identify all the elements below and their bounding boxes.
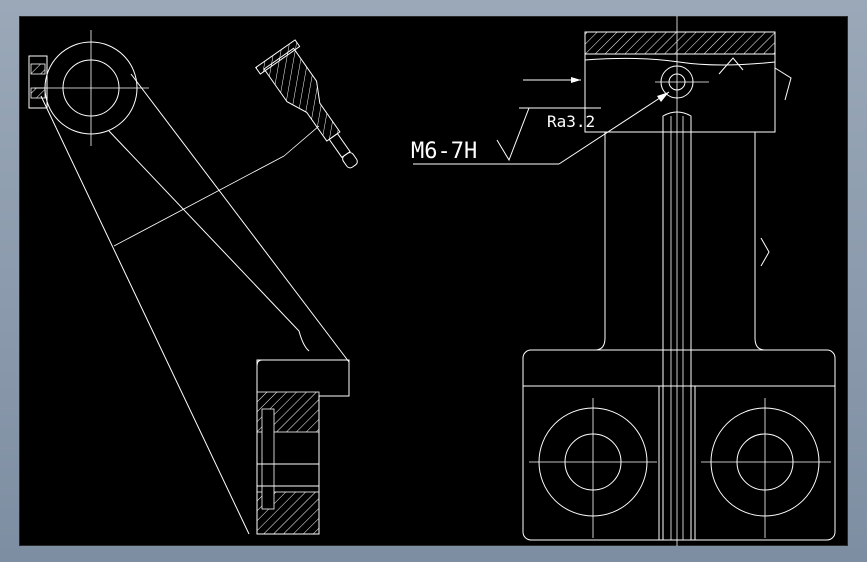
boss-tab [28, 55, 48, 109]
arm-edge-upper [130, 73, 350, 363]
boss-tab-hatch-2 [30, 87, 46, 99]
boss-tab-hatch-1 [30, 63, 46, 75]
roughness-mark-side [760, 237, 770, 267]
break-line [584, 57, 776, 66]
top-bar-hatched [584, 31, 776, 55]
leader-arrow-head [657, 92, 669, 102]
top-housing [584, 31, 776, 133]
left-view-arm [28, 30, 358, 535]
arm-section-line-ext [283, 125, 320, 157]
column-left [594, 132, 606, 351]
break-mark [718, 57, 744, 75]
t-handle-body [263, 47, 341, 142]
arm-edge-inner [108, 130, 310, 352]
roughness-symbol [496, 107, 530, 162]
cad-drawing: Ra3.2 M6-7H [28, 16, 836, 546]
base-block [522, 349, 836, 541]
arm-section-line [113, 155, 285, 247]
roughness-value: Ra3.2 [547, 112, 595, 131]
t-handle-top [255, 39, 301, 75]
clamp-slot [261, 408, 275, 510]
leader-line [558, 91, 670, 165]
column-right [754, 132, 766, 351]
stem-neck [662, 111, 692, 132]
dimension-arrow-head [571, 77, 581, 83]
arm-edge-lower [40, 95, 250, 535]
cad-viewport[interactable]: Ra3.2 M6-7H [19, 16, 848, 546]
thread-spec-label: M6-7H [411, 139, 477, 164]
t-handle-tip [342, 152, 358, 169]
roughness-mark-top [774, 67, 792, 101]
right-view: Ra3.2 M6-7H [411, 16, 836, 546]
clamp-corner [256, 359, 263, 367]
t-handle [255, 39, 358, 169]
